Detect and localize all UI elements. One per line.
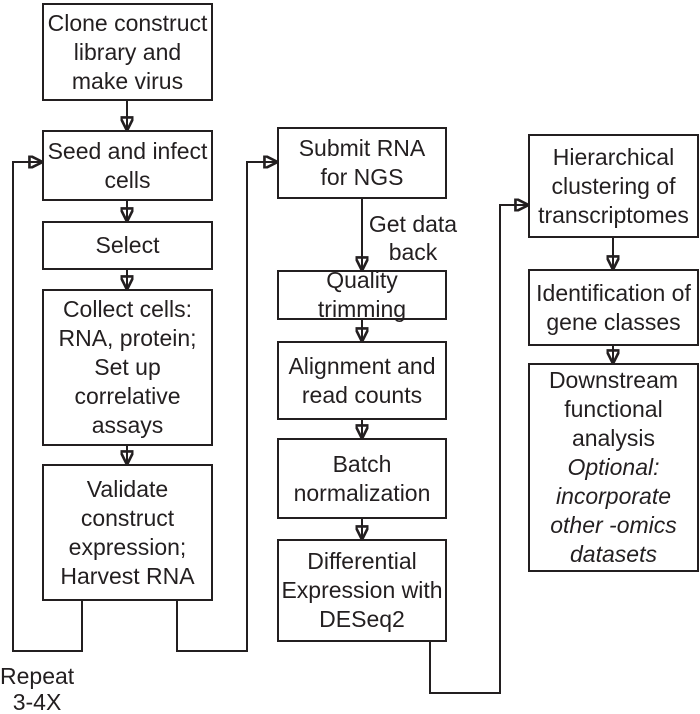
flow-box-hierarchical-clustering: Hierarchical clustering of transcriptome… bbox=[528, 134, 699, 238]
flow-box-label: Validate construct expression; Harvest R… bbox=[60, 475, 195, 589]
flow-box-label: Downstream functional analysis bbox=[548, 367, 679, 451]
flow-box-label: Differential Expression with DESeq2 bbox=[281, 548, 443, 632]
deseq2-to-hierarchical-connector bbox=[429, 205, 528, 694]
flow-box-label: Hierarchical clustering of transcriptome… bbox=[538, 143, 689, 228]
flow-box-label: Batch normalization bbox=[293, 450, 431, 506]
flow-box-label: Quality trimming bbox=[317, 267, 407, 322]
flow-box-label: Seed and infect cells bbox=[47, 137, 208, 193]
flow-box-label: Identification of gene classes bbox=[536, 279, 691, 335]
flow-box-seed-and-infect-cells: Seed and infect cells bbox=[42, 130, 213, 201]
flow-box-alignment-read-counts: Alignment and read counts bbox=[277, 341, 447, 420]
repeat-loop-connector bbox=[12, 162, 83, 652]
flow-box-label: Submit RNA for NGS bbox=[298, 135, 426, 190]
flow-box-clone-construct-library: Clone construct library and make virus bbox=[42, 3, 213, 101]
repeat-3-4x-label: Repeat 3-4X bbox=[0, 663, 75, 714]
flow-box-collect-cells: Collect cells: RNA, protein; Set up corr… bbox=[42, 289, 213, 446]
flow-box-submit-rna-ngs: Submit RNA for NGS bbox=[277, 127, 447, 199]
validate-to-submit-connector bbox=[176, 162, 277, 652]
flow-box-downstream-functional-analysis: Downstream functional analysis Optional:… bbox=[528, 363, 699, 572]
flow-box-label: Clone construct library and make virus bbox=[47, 9, 208, 94]
flow-box-quality-trimming: Quality trimming bbox=[277, 267, 447, 322]
flow-box-identification-gene-classes: Identification of gene classes bbox=[528, 269, 699, 346]
flow-box-differential-expression-deseq2: Differential Expression with DESeq2 bbox=[277, 539, 447, 642]
flow-box-batch-normalization: Batch normalization bbox=[277, 438, 447, 519]
flow-box-label: Select bbox=[95, 232, 160, 258]
flow-box-validate-expression: Validate construct expression; Harvest R… bbox=[42, 464, 213, 601]
flow-box-label-optional: Optional: incorporate other -omics datas… bbox=[550, 454, 677, 567]
flow-box-label: Collect cells: RNA, protein; Set up corr… bbox=[58, 296, 197, 438]
flow-box-select: Select bbox=[42, 221, 213, 270]
flow-box-label: Alignment and read counts bbox=[288, 352, 436, 408]
get-data-back-label: Get data back bbox=[368, 211, 458, 265]
